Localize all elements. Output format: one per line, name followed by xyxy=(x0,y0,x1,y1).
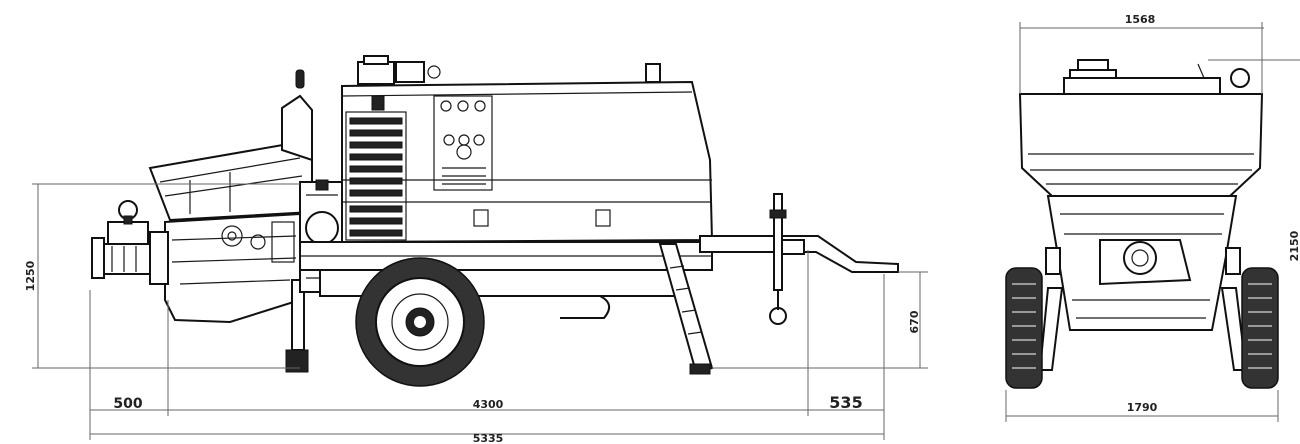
front-left-tyre xyxy=(1005,267,1043,389)
front-housing xyxy=(1018,93,1264,197)
dim-left-overhang: 500 xyxy=(113,396,142,412)
pump-housing xyxy=(164,212,301,324)
engine-enclosure xyxy=(341,55,714,244)
drawbar xyxy=(699,235,899,273)
dim-side-height: 2150 xyxy=(1288,230,1300,261)
control-panel xyxy=(433,95,493,191)
front-right-tyre xyxy=(1241,267,1279,389)
side-view-dimensions: 1250 670 500 4300 535 5335 xyxy=(24,183,928,444)
rear-support-leg xyxy=(658,243,714,375)
main-wheel xyxy=(355,257,485,387)
dim-top-width: 1568 xyxy=(1125,13,1156,26)
hopper xyxy=(148,69,313,222)
hose xyxy=(548,295,611,319)
chassis-rail xyxy=(299,241,713,297)
side-view xyxy=(91,55,899,387)
front-support-leg xyxy=(285,279,309,373)
exhaust-and-filler xyxy=(357,55,441,85)
dim-wheelbase: 4300 xyxy=(473,398,504,411)
dim-track-width: 1790 xyxy=(1127,401,1158,414)
front-view-dimensions: 1568 1790 2150 xyxy=(1005,13,1300,422)
outlet-pipe xyxy=(91,200,169,285)
dim-hitch-height: 670 xyxy=(908,310,921,333)
front-view xyxy=(1005,59,1279,389)
jockey-wheel xyxy=(769,193,787,325)
dim-total-length: 5335 xyxy=(473,432,504,444)
dim-height-hopper: 1250 xyxy=(24,260,37,291)
pump-outlet-front xyxy=(1099,239,1192,286)
dim-right-overhang: 535 xyxy=(829,393,862,412)
radiator-grille xyxy=(345,111,407,241)
